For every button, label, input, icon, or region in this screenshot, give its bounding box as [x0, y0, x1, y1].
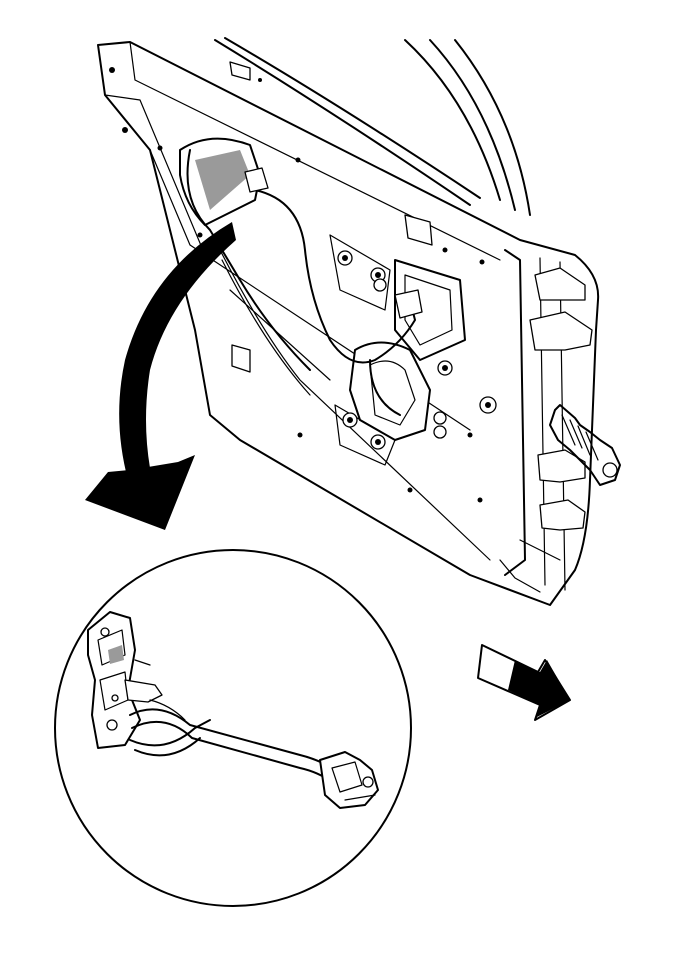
door-check-spring — [549, 404, 621, 486]
rotation-arrow-icon — [85, 222, 236, 530]
direction-arrow-icon — [477, 644, 571, 721]
panel-dots — [109, 67, 485, 503]
latch-detail-callout — [54, 549, 412, 907]
door-inner-panel — [97, 37, 621, 606]
handle-rod-clip — [319, 751, 379, 809]
mounting-bolts — [337, 250, 497, 450]
wiring-harness — [186, 149, 423, 416]
door-latch-assembly — [87, 611, 163, 749]
